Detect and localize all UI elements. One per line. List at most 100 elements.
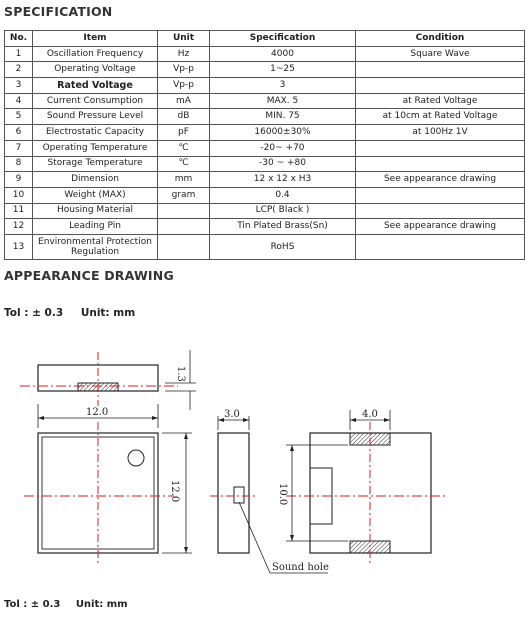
front-view [24,404,192,566]
table-header-row: No. Item Unit Specification Condition [4,30,525,47]
cell-no: 7 [4,139,33,157]
dim-pin-width-label: 4.0 [362,409,378,420]
cell-item: Operating Temperature [32,139,158,157]
top-side-view [20,350,196,410]
cell-item: Environmental Protection Regulation [32,233,158,260]
cell-condition: See appearance drawing [355,171,525,188]
cell-item: Weight (MAX) [32,186,158,204]
tolerance-value: Tol : ± 0.3 [4,307,64,319]
header-unit: Unit [157,30,210,47]
cell-item: Current Consumption [32,92,158,110]
cell-condition [355,155,525,173]
cell-unit: Vp-p [157,61,210,79]
cell-condition [355,202,525,220]
cell-condition: Square Wave [355,45,525,63]
cell-unit: dB [157,108,210,126]
side-view [210,416,328,574]
cell-no: 6 [4,124,33,141]
cell-item: Storage Temperature [32,155,158,173]
cell-no: 13 [4,233,33,260]
cell-spec: Tin Plated Brass(Sn) [209,218,356,235]
cell-unit: pF [157,124,210,141]
cell-item: Leading Pin [32,218,158,235]
cell-unit: gram [157,186,210,204]
cell-no: 2 [4,61,33,79]
cell-no: 9 [4,171,33,188]
sound-hole-label: Sound hole [272,562,329,573]
cell-no: 12 [4,218,33,235]
cell-unit: mm [157,171,210,188]
cell-item: Dimension [32,171,158,188]
cell-no: 10 [4,186,33,204]
header-item: Item [32,30,158,47]
specification-title: SPECIFICATION [4,4,113,19]
cell-spec: 12 x 12 x H3 [209,171,356,188]
cell-item: Oscillation Frequency [32,45,158,63]
cell-unit: ℃ [157,139,210,157]
header-condition: Condition [355,30,525,47]
cell-unit [157,202,210,220]
cell-condition [355,61,525,79]
unit-note: Unit: mm [80,307,136,319]
cell-no: 3 [4,77,33,94]
cell-condition [355,186,525,204]
sound-hole-circle [127,449,145,467]
cell-condition: at Rated Voltage [355,92,525,110]
cell-spec: 0.4 [209,186,356,204]
cell-unit: Vp-p [157,77,210,94]
cell-item: Housing Material [32,202,158,220]
cell-no: 1 [4,45,33,63]
cell-condition [355,139,525,157]
cell-spec: 3 [209,77,356,94]
cell-unit: mA [157,92,210,110]
cell-condition: at 100Hz 1V [355,124,525,141]
cell-item: Operating Voltage [32,61,158,79]
cell-item: Rated Voltage [32,77,158,94]
dim-front-height-label: 12.0 [169,480,180,502]
tolerance-note-bottom: Tol : ± 0.3 Unit: mm [4,599,128,610]
cell-unit: ℃ [157,155,210,173]
dim-height-label: 1.3 [175,366,186,382]
rear-view [286,410,448,566]
cell-no: 11 [4,202,33,220]
cell-spec: 16000±30% [209,124,356,141]
cell-spec: -30 ~ +80 [209,155,356,173]
cell-unit: Hz [157,45,210,63]
cell-spec: -20~ +70 [209,139,356,157]
cell-item: Electrostatic Capacity [32,124,158,141]
cell-no: 4 [4,92,33,110]
cell-spec: MIN. 75 [209,108,356,126]
unit-note: Unit: mm [75,599,128,610]
cell-condition: at 10cm at Rated Voltage [355,108,525,126]
header-specification: Specification [209,30,356,47]
cell-unit [157,218,210,235]
dim-rear-height-label: 10.0 [277,483,288,505]
appearance-drawing: 1.3 12.0 12.0 3.0 4.0 10.0 Sound hole [20,350,448,574]
cell-no: 5 [4,108,33,126]
tolerance-value: Tol : ± 0.3 [4,599,61,610]
cell-condition [355,77,525,94]
cell-condition [355,233,525,260]
appearance-drawing-title: APPEARANCE DRAWING [4,268,174,283]
cell-condition: See appearance drawing [355,218,525,235]
cell-unit [157,233,210,260]
cell-spec: MAX. 5 [209,92,356,110]
cell-item: Sound Pressure Level [32,108,158,126]
cell-no: 8 [4,155,33,173]
tolerance-note-top: Tol : ± 0.3 Unit: mm [4,307,135,319]
cell-spec: RoHS [209,233,356,260]
cell-spec: 4000 [209,45,356,63]
